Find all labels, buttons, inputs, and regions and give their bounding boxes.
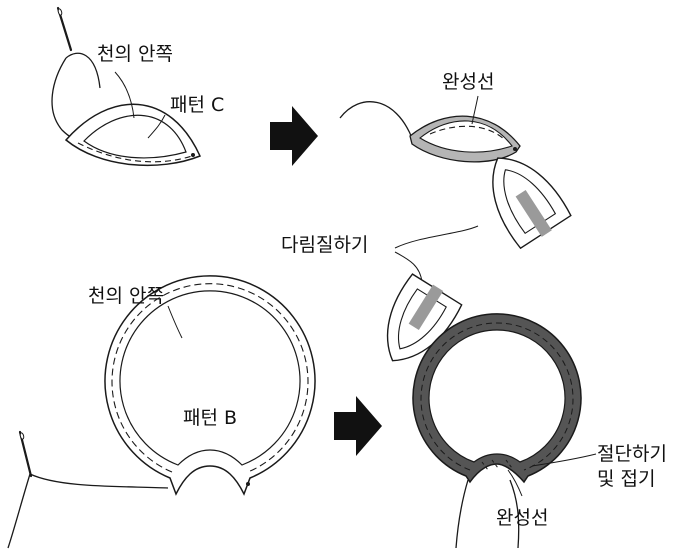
step3-thread	[29, 473, 169, 489]
step3-basting-line	[111, 283, 309, 473]
step4-cut-fold-label-line1: 절단하기	[597, 443, 667, 465]
step1-pattern-c-assembly: 천의 안쪽 패턴 C	[51, 6, 224, 167]
step4-folded-ring-assembly: 절단하기 및 접기 완성선	[412, 313, 667, 549]
step3-thread-tail	[7, 473, 31, 549]
step3-knot	[246, 482, 250, 486]
step3-pattern-b-inner	[119, 290, 301, 466]
step3-fabric-label: 천의 안쪽	[88, 285, 164, 307]
step1-fabric-leader	[114, 71, 135, 119]
right-arrow-icon	[334, 396, 382, 456]
step1-thread-loop	[65, 52, 101, 89]
step4-thread-tail	[509, 479, 520, 549]
iron-icon	[492, 157, 572, 250]
step1-basting-line	[77, 142, 193, 163]
step2-inner-leaf	[419, 120, 513, 153]
ironing-callout: 다림질하기	[281, 225, 479, 283]
ironing-leader-up	[394, 225, 479, 249]
step4-seam-leader	[507, 469, 523, 497]
step1-pattern-c-leaf	[83, 114, 187, 159]
step4-thread	[455, 479, 469, 549]
step2-seam-line	[429, 125, 506, 141]
ironing-leader-down	[394, 251, 423, 283]
step1-knot	[191, 153, 195, 157]
step2-folded-leaf-assembly: 완성선	[339, 71, 521, 163]
step4-seam-label: 완성선	[496, 507, 548, 529]
step4-seam-line	[420, 322, 574, 471]
step1-pattern-label: 패턴 C	[170, 94, 224, 116]
step4-inner-fabric	[428, 329, 566, 463]
step4-cut-fold-leader	[531, 453, 597, 467]
step4-cut-fold-label-line2: 및 접기	[597, 468, 655, 490]
step2-seam-leader	[471, 95, 479, 125]
step3-pattern-label: 패턴 B	[183, 407, 237, 429]
ironing-label: 다림질하기	[281, 234, 368, 256]
step2-knot	[513, 147, 517, 151]
step1-fabric-label: 천의 안쪽	[97, 43, 173, 65]
step4-cut-fold-detail	[481, 459, 513, 471]
step2-seam-label: 완성선	[442, 71, 494, 93]
step1-pattern-leader	[147, 114, 166, 139]
iron-icon	[386, 273, 463, 362]
right-arrow-icon	[270, 106, 318, 166]
needle-icon	[56, 6, 73, 52]
step2-thread	[339, 101, 413, 139]
step3-pattern-b-assembly: 천의 안쪽 패턴 B	[7, 275, 316, 549]
step3-fabric-leader	[167, 305, 183, 339]
needle-icon	[18, 430, 33, 478]
